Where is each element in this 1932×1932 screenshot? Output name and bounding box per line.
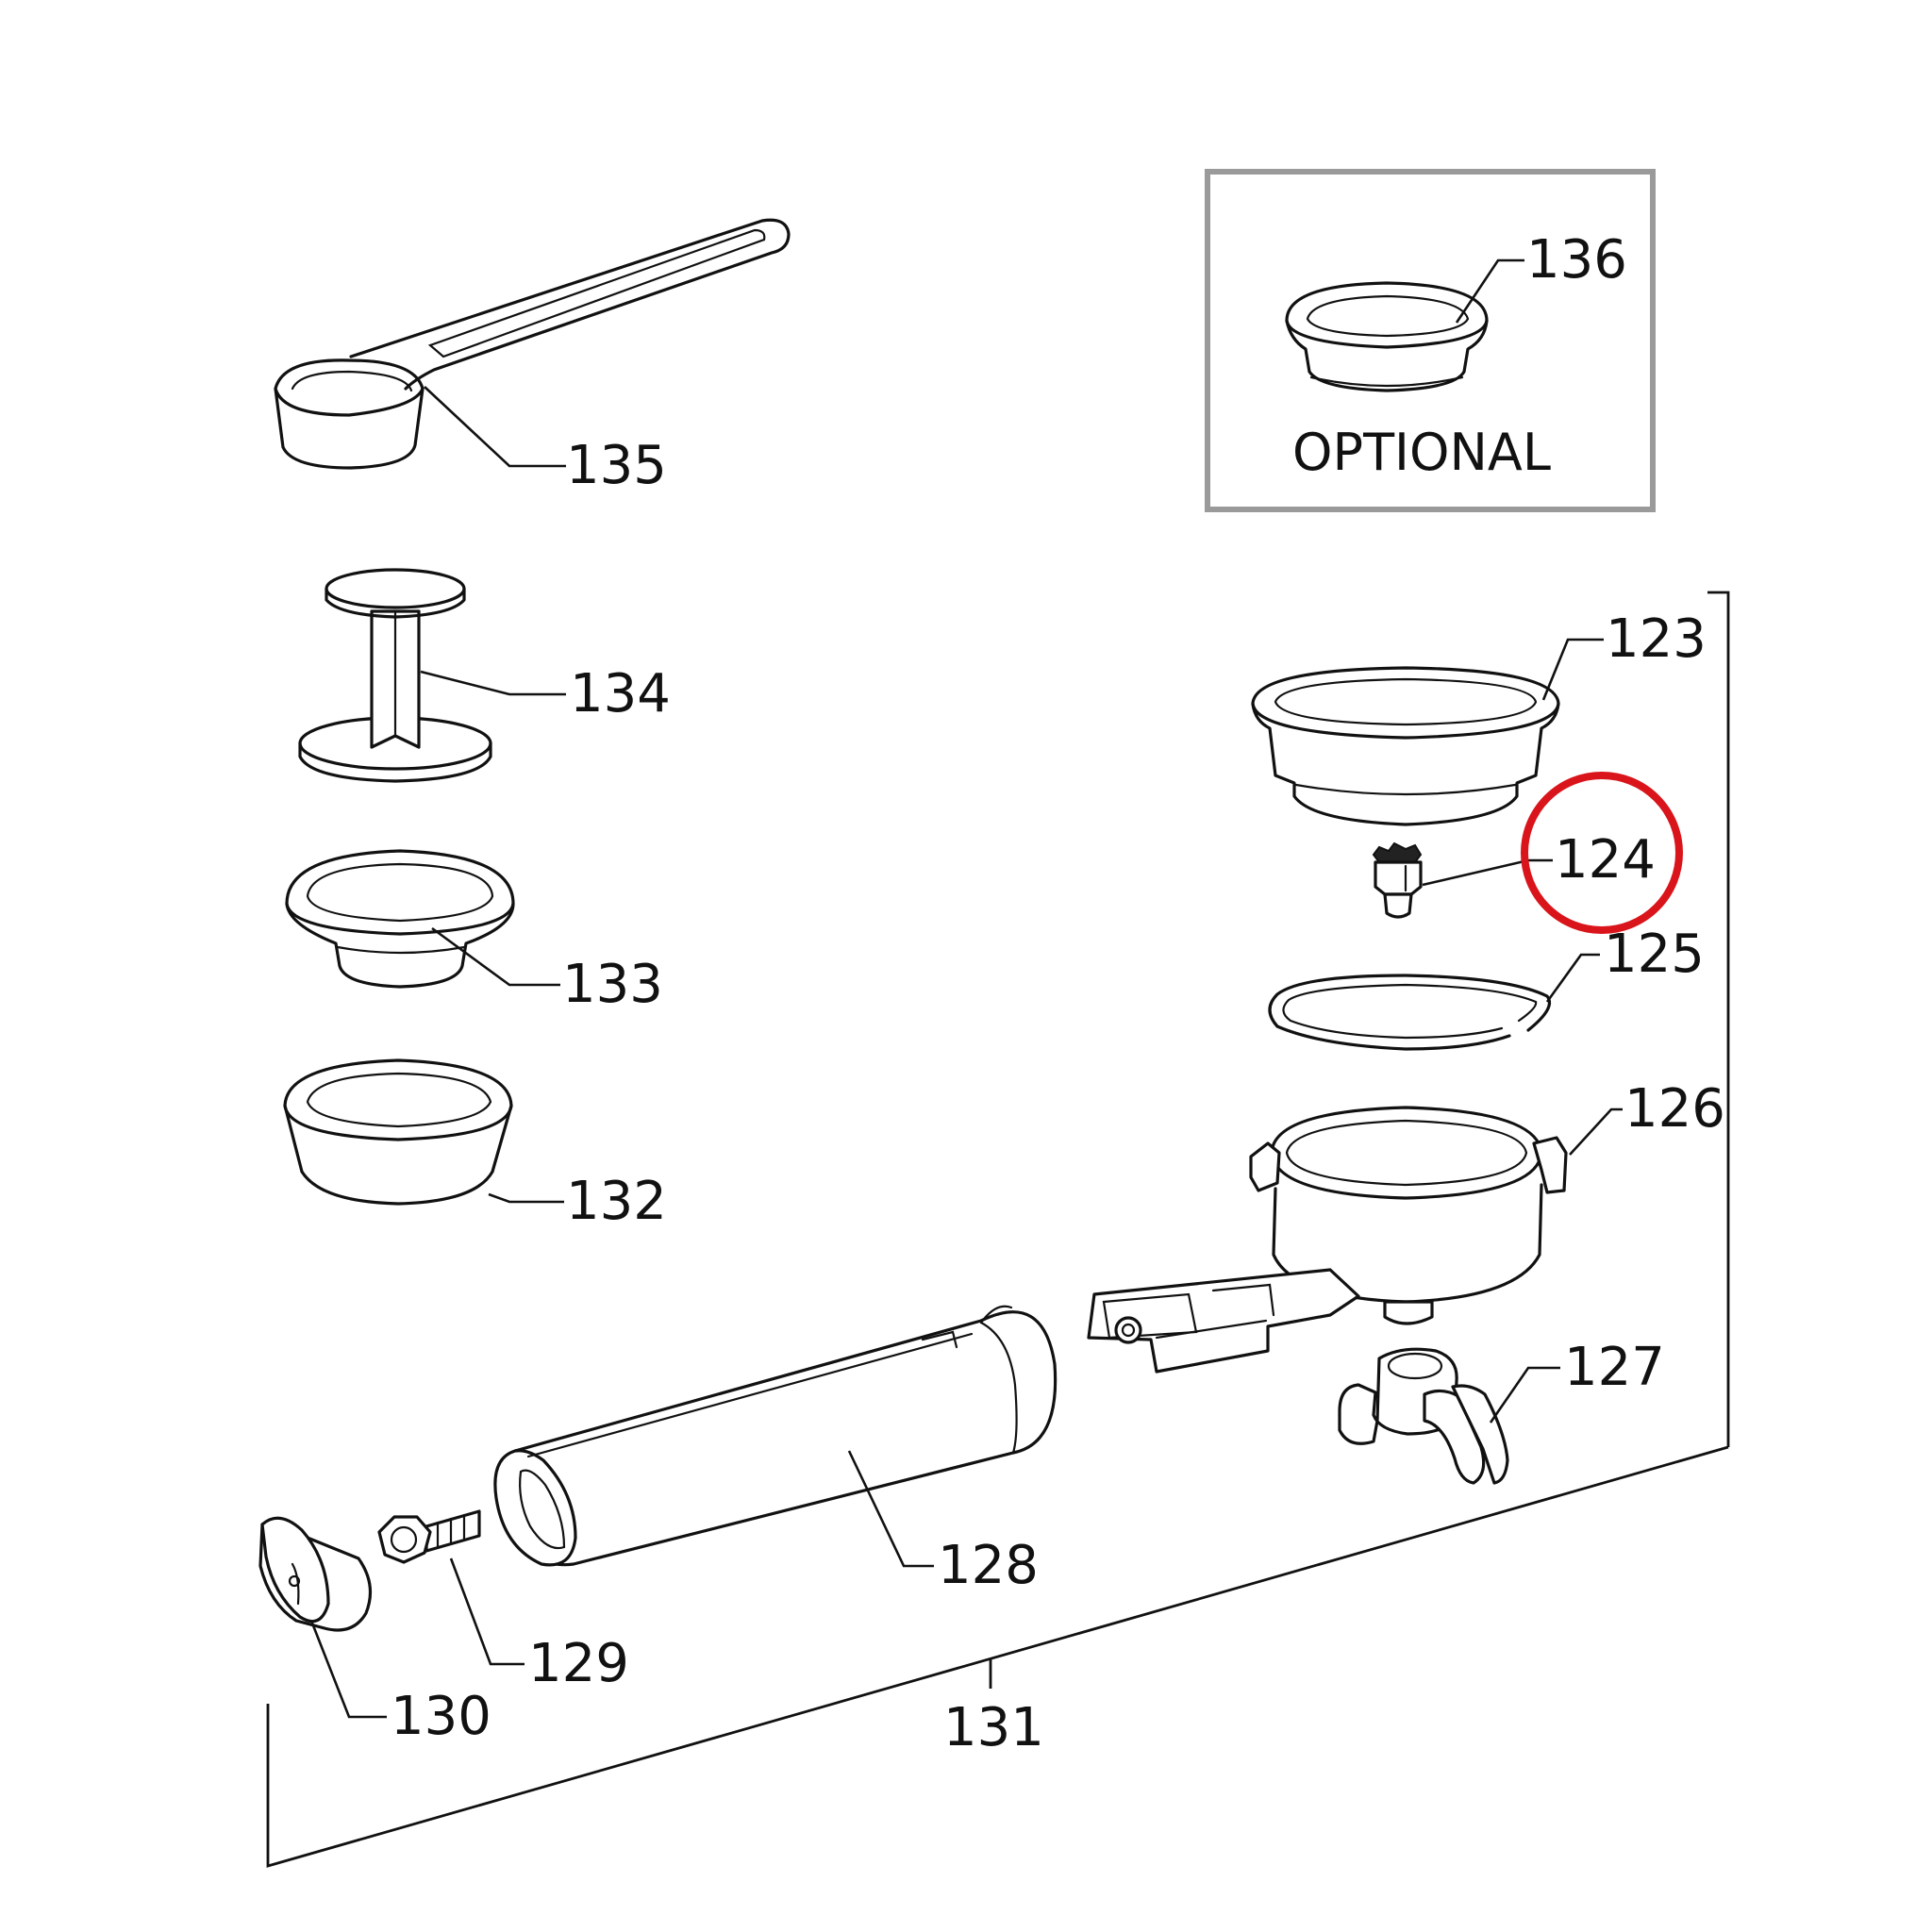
part-126-portafilter-body: [1087, 1106, 1568, 1374]
part-133-filter-basket: [285, 849, 515, 989]
part-135-measuring-scoop: [274, 218, 791, 470]
label-133: 133: [562, 954, 663, 1015]
label-134: 134: [570, 663, 671, 724]
label-129: 129: [528, 1633, 629, 1694]
part-132-filter-basket: [283, 1058, 513, 1206]
part-labels: 135 134 133 132 136 123 124 125 126 127 …: [391, 229, 1725, 1758]
label-125: 125: [1604, 924, 1705, 985]
part-134-tamper: [298, 568, 492, 783]
label-130: 130: [391, 1686, 491, 1747]
part-125-gasket-ring: [1268, 974, 1552, 1051]
optional-box: OPTIONAL: [1205, 169, 1656, 512]
leader-lines: [309, 258, 1623, 1719]
part-123-filter-basket: [1251, 666, 1560, 826]
part-128-handle: [493, 1305, 1058, 1567]
optional-caption: OPTIONAL: [1292, 423, 1551, 482]
label-136: 136: [1526, 229, 1627, 291]
part-130-end-cap: [258, 1516, 373, 1632]
part-127-spout: [1338, 1347, 1509, 1485]
label-131: 131: [943, 1697, 1044, 1758]
label-124: 124: [1555, 829, 1656, 891]
part-136-filter-basket: [1285, 281, 1489, 392]
part-129-bolt: [377, 1509, 481, 1564]
label-128: 128: [938, 1535, 1039, 1596]
label-126: 126: [1624, 1078, 1725, 1140]
label-135: 135: [566, 435, 667, 496]
label-132: 132: [566, 1171, 667, 1232]
highlight-circle: [1521, 772, 1683, 934]
assembly-bracket-131: [266, 591, 1730, 1868]
part-124-valve: [1372, 841, 1423, 919]
label-123: 123: [1606, 608, 1707, 670]
label-127: 127: [1564, 1337, 1665, 1398]
